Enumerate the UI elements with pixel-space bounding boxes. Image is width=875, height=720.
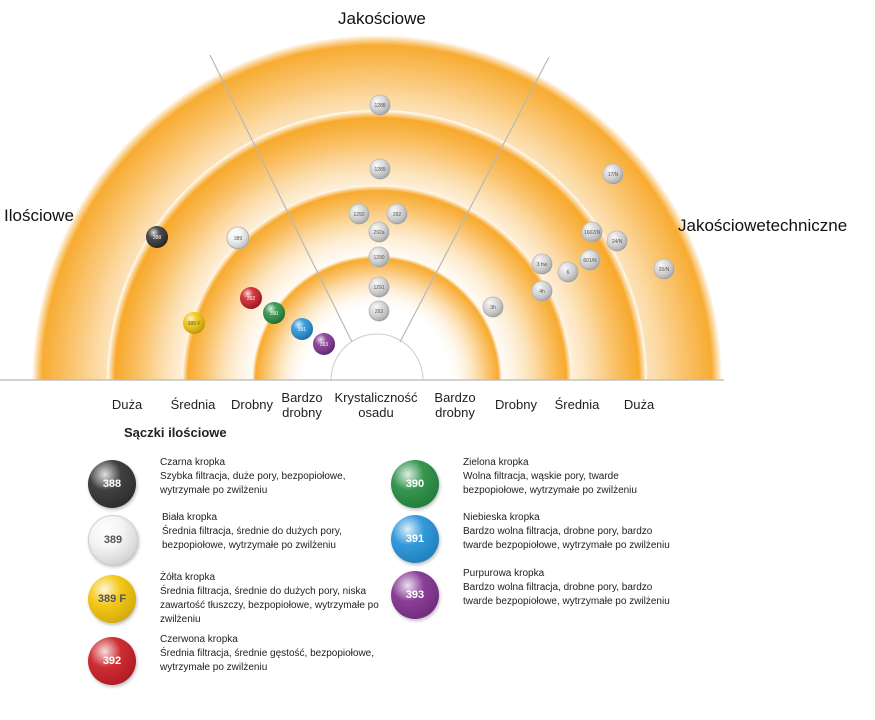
svg-text:601/N: 601/N: [583, 258, 597, 264]
sector-label-quantitative: Ilościowe: [4, 206, 74, 225]
legend-item-description: Bardzo wolna filtracja, drobne pory, bar…: [463, 526, 670, 551]
divider-left: [209, 54, 353, 343]
axis-label: Duża: [111, 397, 143, 412]
filter-ball-389-f: 389 F: [183, 312, 205, 334]
legend-item-description: Szybka filtracja, duże pory, bezpopiołow…: [160, 471, 346, 496]
filter-ball-6: 6: [557, 261, 579, 283]
legend-item-name: Żółta kropka: [160, 572, 216, 583]
svg-text:391: 391: [298, 327, 307, 333]
filter-ball-3-hw: 3 hw: [531, 253, 553, 275]
filter-ball-389: 389: [226, 226, 250, 250]
legend-item-description: Bardzo wolna filtracja, drobne pory, bar…: [463, 582, 670, 607]
filter-ball-1292: 1292: [348, 203, 370, 225]
crystallinity-diagram: 388 389 389 F 392 390 391 393 1288 1289 1292 292 29…: [0, 35, 724, 381]
svg-text:292a: 292a: [373, 230, 384, 236]
filter-ball-293: 293: [368, 300, 390, 322]
svg-text:392: 392: [247, 296, 256, 302]
axis-label: Drobny: [495, 397, 537, 412]
legend-ball: 390: [391, 460, 439, 508]
axis-label: Średnia: [554, 397, 600, 412]
sector-dividers: [0, 54, 724, 381]
legend-item-name: Biała kropka: [162, 512, 218, 523]
svg-text:24/N: 24/N: [612, 239, 623, 245]
legend-item-name: Purpurowa kropka: [463, 568, 545, 579]
svg-text:292: 292: [393, 212, 402, 218]
filter-ball-24-n: 24/N: [606, 230, 628, 252]
axis-label: Krystaliczność osadu: [334, 390, 418, 420]
axis-label: Duża: [623, 397, 655, 412]
filter-ball-17-n: 17/N: [602, 163, 624, 185]
legend-item-name: Czarna kropka: [160, 457, 226, 468]
svg-text:1290: 1290: [373, 255, 384, 261]
svg-text:3h: 3h: [490, 305, 496, 311]
legend-item-description: Średnia filtracja, średnie gęstość, bezp…: [160, 648, 375, 673]
svg-text:1288: 1288: [374, 103, 385, 109]
legend-item-name: Czerwona kropka: [160, 634, 238, 645]
divider-right: [399, 56, 550, 343]
legend-item-description: Średnia filtracja, średnie do dużych por…: [160, 586, 379, 625]
filter-ball-1290: 1290: [368, 246, 390, 268]
filter-ball-392: 392: [240, 287, 262, 309]
axis-label: Bardzo drobny: [281, 390, 323, 420]
legend-item-name: Niebieska kropka: [463, 512, 540, 523]
svg-text:1292: 1292: [353, 212, 364, 218]
legend-ball: 389 F: [88, 575, 136, 623]
svg-text:6: 6: [567, 270, 570, 276]
filter-ball-1291: 1291: [368, 276, 390, 298]
filter-ball-292a: 292a: [368, 221, 390, 243]
legend-ball: 388: [88, 460, 136, 508]
filter-balls: 388 389 389 F 392 390 391 393 1288 1289 1292 292 29…: [146, 94, 675, 355]
legend-ball: 393: [391, 571, 439, 619]
svg-text:389 F: 389 F: [188, 321, 201, 327]
filter-ball-1602-n: 1602/N: [581, 221, 603, 243]
center-hub: [330, 333, 424, 380]
svg-text:17/N: 17/N: [608, 172, 619, 178]
legend-item-description: Wolna filtracja, wąskie pory, twarde bez…: [463, 471, 637, 496]
legend-item-name: Zielona kropka: [463, 457, 529, 468]
filter-ball-390: 390: [263, 302, 285, 324]
axis-label: Drobny: [231, 397, 273, 412]
svg-text:20/N: 20/N: [659, 267, 670, 273]
filter-ball-20-n: 20/N: [653, 258, 675, 280]
filter-ball-388: 388: [146, 226, 168, 248]
axis-label: Średnia: [170, 397, 216, 412]
legend-item-description: Średnia filtracja, średnie do dużych por…: [162, 526, 342, 551]
filter-ball-391: 391: [291, 318, 313, 340]
sector-label-technical: Jakościowetechniczne: [678, 216, 848, 235]
svg-text:393: 393: [320, 342, 329, 348]
svg-text:293: 293: [375, 309, 384, 315]
legend-ball: 392: [88, 637, 136, 685]
svg-text:1289: 1289: [374, 167, 385, 173]
legend-title: Sączki ilościowe: [124, 425, 227, 440]
filter-ball-601-n: 601/N: [579, 249, 601, 271]
svg-text:390: 390: [270, 311, 279, 317]
legend-ball: 389: [88, 515, 138, 565]
filter-ball-4h: 4h: [531, 280, 553, 302]
filter-ball-393: 393: [313, 333, 335, 355]
filter-ball-1288: 1288: [369, 94, 391, 116]
svg-text:1291: 1291: [373, 285, 384, 291]
filter-ball-3h: 3h: [482, 296, 504, 318]
svg-text:3 hw: 3 hw: [537, 262, 548, 268]
filter-ball-292: 292: [386, 203, 408, 225]
sector-label-qualitative: Jakościowe: [338, 9, 426, 28]
svg-text:1602/N: 1602/N: [584, 230, 601, 236]
axis-label: Bardzo drobny: [434, 390, 476, 420]
svg-text:388: 388: [153, 235, 162, 241]
legend-ball: 391: [391, 515, 439, 563]
svg-text:389: 389: [234, 236, 243, 242]
filter-ball-1289: 1289: [369, 158, 391, 180]
svg-text:4h: 4h: [539, 289, 545, 295]
